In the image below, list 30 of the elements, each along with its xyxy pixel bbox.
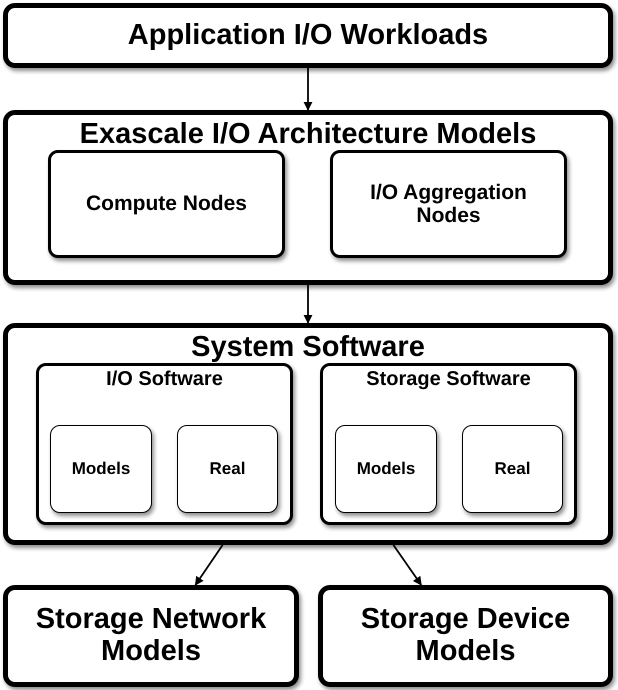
arrow <box>304 285 312 324</box>
arrow <box>194 544 224 586</box>
process-box <box>330 150 567 258</box>
process-box <box>3 585 299 687</box>
node-label: I/O Aggregation Nodes <box>369 180 528 228</box>
process-box <box>318 585 613 687</box>
container-box <box>36 363 293 525</box>
process-box <box>177 425 278 513</box>
node-label: Compute Nodes <box>84 192 248 216</box>
node-label: Models <box>70 460 132 478</box>
process-box <box>48 150 285 258</box>
process-box <box>50 425 152 513</box>
arrow <box>392 544 422 586</box>
node-label: Models <box>356 460 416 478</box>
container-box <box>3 110 613 285</box>
node-label: Storage Software <box>365 368 532 390</box>
arrow <box>304 68 312 111</box>
node-label: Application I/O Workloads <box>126 20 490 52</box>
node-label: I/O Software <box>105 368 224 390</box>
process-box <box>3 3 613 68</box>
node-label: Exascale I/O Architecture Models <box>78 119 538 151</box>
node-label: Real <box>208 460 246 478</box>
node-label: Storage Network Models <box>34 604 268 668</box>
process-box <box>462 425 563 513</box>
node-label: System Software <box>190 332 426 364</box>
node-label: Storage Device Models <box>360 604 572 668</box>
container-box <box>320 363 577 525</box>
process-box <box>335 425 437 513</box>
node-label: Real <box>494 460 532 478</box>
container-box <box>3 323 613 545</box>
